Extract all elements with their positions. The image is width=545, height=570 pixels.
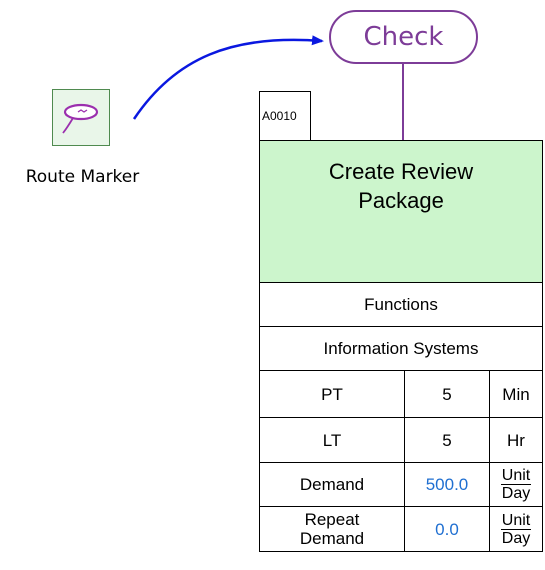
repeat-demand-value: 0.0	[405, 507, 490, 551]
repeat-demand-label-line1: Repeat	[304, 510, 360, 529]
process-title-line2: Package	[358, 188, 444, 213]
process-id-tab: A0010	[259, 91, 311, 141]
demand-value: 500.0	[405, 463, 490, 506]
route-marker-icon[interactable]	[52, 89, 110, 146]
process-title-line1: Create Review	[328, 159, 474, 184]
lt-unit: Hr	[507, 430, 525, 450]
demand-unit: Unit Day	[490, 463, 542, 506]
process-box[interactable]: Create Review Package Functions Informat…	[259, 140, 543, 552]
lt-value: 5	[405, 418, 490, 462]
repeat-demand-label-line2: Demand	[299, 529, 365, 548]
lt-row: LT 5 Hr	[260, 418, 542, 463]
demand-label: Demand	[260, 463, 405, 506]
route-marker-glyph-icon	[62, 103, 99, 134]
repeat-demand-label: Repeat Demand	[260, 507, 405, 551]
information-systems-row: Information Systems	[260, 327, 542, 371]
pt-value: 5	[405, 371, 490, 417]
pt-unit: Min	[502, 384, 530, 404]
demand-unit-denominator: Day	[501, 485, 531, 502]
repeat-demand-unit: Unit Day	[490, 507, 542, 551]
process-title: Create Review Package	[260, 141, 542, 283]
repeat-demand-row: Repeat Demand 0.0 Unit Day	[260, 507, 542, 551]
demand-row: Demand 500.0 Unit Day	[260, 463, 542, 507]
demand-unit-numerator: Unit	[500, 467, 532, 485]
repeat-demand-unit-numerator: Unit	[500, 511, 532, 530]
route-marker-label: Route Marker	[25, 167, 140, 187]
pt-row: PT 5 Min	[260, 371, 542, 418]
repeat-demand-unit-denominator: Day	[501, 529, 531, 547]
lt-label: LT	[260, 418, 405, 462]
functions-row: Functions	[260, 283, 542, 327]
check-node[interactable]: Check	[329, 10, 478, 64]
route-arrow[interactable]	[132, 35, 324, 120]
pt-label: PT	[260, 371, 405, 417]
